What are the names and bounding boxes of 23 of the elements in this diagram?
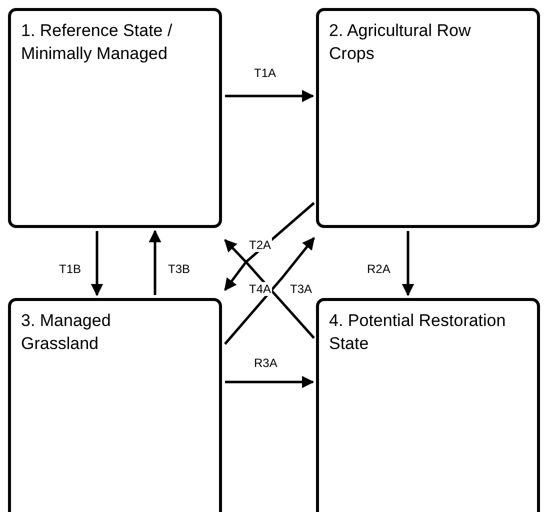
arrow (90, 231, 104, 296)
state-title: 3. Managed Grassland (21, 310, 112, 355)
state-box (8, 8, 222, 228)
edge-label: T1A (253, 66, 278, 80)
state-title: 2. Agricultural Row Crops (329, 20, 472, 65)
edge-label: T3B (167, 262, 192, 276)
edge-label: R2A (366, 262, 392, 276)
state-title: 1. Reference State / Minimally Managed (21, 20, 174, 65)
arrow (402, 231, 414, 296)
edge-label: R3A (253, 356, 278, 370)
arrow (148, 230, 162, 295)
edge-label: T4A (248, 282, 272, 296)
edge-label: T2A (248, 238, 272, 252)
arrow (224, 237, 315, 345)
state-box (316, 298, 540, 512)
arrow (225, 376, 314, 388)
state-title: 4. Potential Restoration State (329, 310, 507, 355)
state-box (8, 298, 222, 512)
edge-label: T3A (289, 282, 314, 296)
edge-label: T1B (58, 262, 82, 276)
arrow (225, 90, 314, 102)
state-box (316, 8, 540, 228)
arrow (224, 260, 315, 339)
